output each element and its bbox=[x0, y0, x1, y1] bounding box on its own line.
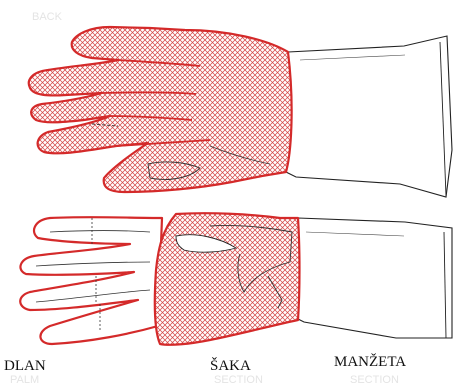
palm-faint-label: PALM bbox=[10, 374, 39, 385]
back-label: BACK bbox=[32, 11, 63, 23]
palm-view-glove bbox=[20, 213, 452, 345]
back-hand-section bbox=[29, 27, 292, 192]
palm-fingers-outline bbox=[20, 217, 162, 344]
palm-cuff bbox=[296, 218, 452, 338]
hand-label: ŠAKA bbox=[210, 357, 251, 374]
palm-label: DLAN bbox=[4, 358, 46, 374]
back-view-glove bbox=[29, 27, 452, 197]
cuff-label: MANŽETA bbox=[334, 353, 406, 370]
hand-faint-label: SECTION bbox=[214, 374, 263, 385]
back-cuff bbox=[286, 36, 452, 197]
palm-hand-section bbox=[155, 213, 300, 345]
cuff-faint-label: SECTION bbox=[350, 374, 399, 385]
